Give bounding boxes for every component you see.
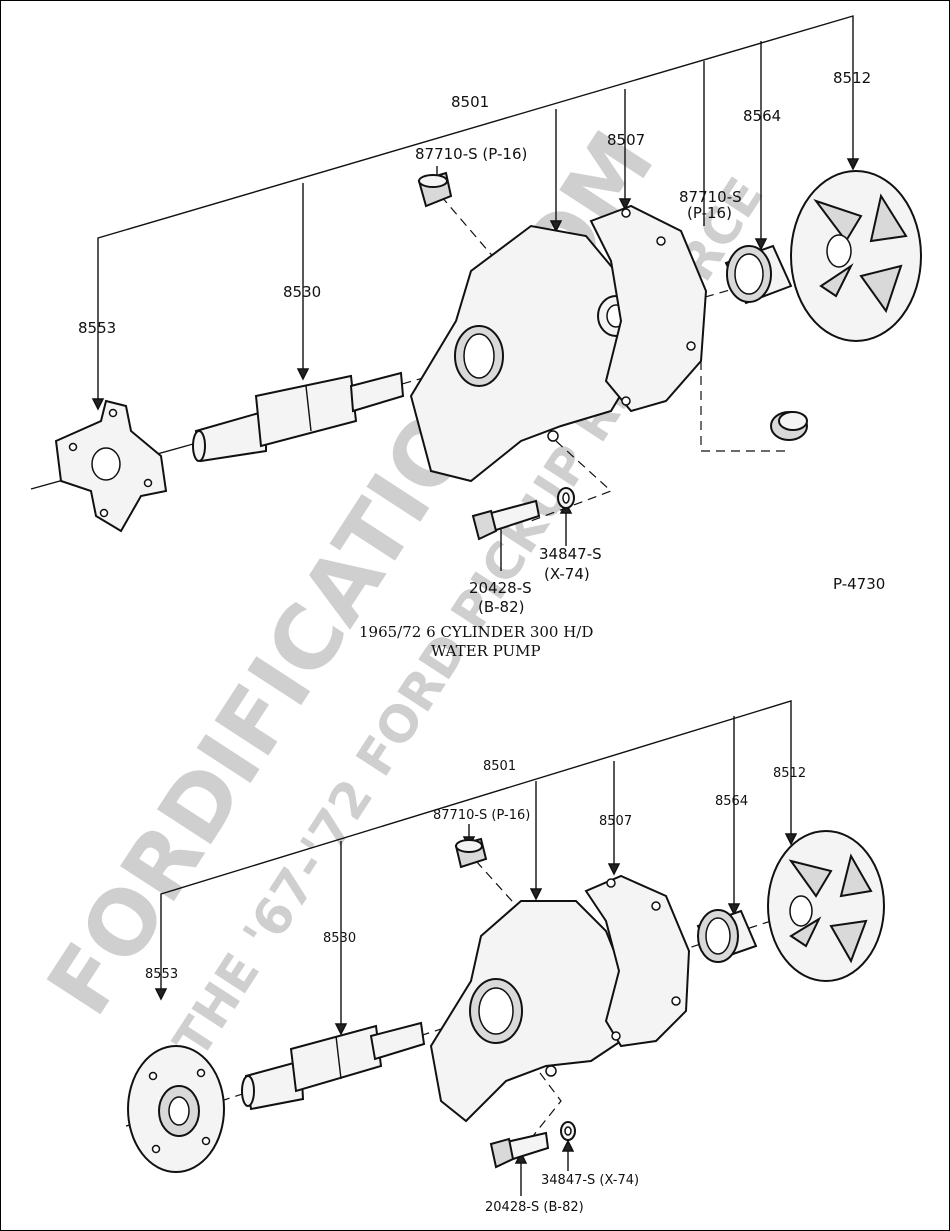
top-hub-8553 bbox=[54, 399, 168, 533]
top-label-20428-ref: (B-82) bbox=[478, 598, 525, 616]
top-label-34847-ref: (X-74) bbox=[544, 565, 590, 583]
top-plug-side bbox=[770, 411, 808, 441]
top-label-8530: 8530 bbox=[283, 283, 321, 301]
bottom-gasket-8507 bbox=[584, 874, 691, 1048]
bottom-label-8501: 8501 bbox=[483, 759, 516, 774]
bottom-label-8507: 8507 bbox=[599, 814, 632, 829]
top-figure-id: P-4730 bbox=[833, 575, 885, 593]
top-diagram: 8501 87710-S (P-16) 8507 87710-S (P-16) … bbox=[30, 15, 922, 660]
top-caption-line1: 1965/72 6 CYLINDER 300 H/D bbox=[359, 623, 593, 641]
bottom-label-8530: 8530 bbox=[323, 931, 356, 946]
top-label-8553: 8553 bbox=[78, 319, 116, 337]
bottom-seal-8564 bbox=[696, 909, 758, 963]
top-label-87710-side: 87710-S bbox=[679, 188, 742, 206]
top-label-34847: 34847-S bbox=[539, 545, 602, 563]
top-label-87710-side-ref: (P-16) bbox=[687, 204, 732, 222]
top-bolt-20428 bbox=[471, 499, 541, 541]
bottom-shaft-8530 bbox=[241, 1021, 426, 1111]
bottom-hub-8553 bbox=[127, 1045, 225, 1173]
top-plug-top bbox=[417, 171, 453, 208]
top-washer-34847 bbox=[557, 487, 575, 509]
top-leader-lines bbox=[91, 15, 860, 571]
bottom-leader-lines bbox=[154, 700, 798, 1196]
top-seal-8564 bbox=[724, 244, 793, 305]
top-gasket-8507 bbox=[589, 204, 708, 413]
bottom-bolt-20428 bbox=[489, 1131, 550, 1169]
top-impeller-8512 bbox=[790, 170, 922, 342]
top-label-87710-top: 87710-S (P-16) bbox=[415, 145, 527, 163]
top-label-8564: 8564 bbox=[743, 107, 781, 125]
top-caption-line2: WATER PUMP bbox=[431, 642, 541, 660]
top-label-8507: 8507 bbox=[607, 131, 645, 149]
bottom-diagram: 8501 87710-S (P-16) 8507 8564 8512 8530 … bbox=[125, 700, 885, 1215]
bottom-impeller-8512 bbox=[767, 830, 885, 982]
bottom-label-8553: 8553 bbox=[145, 967, 178, 982]
top-label-8512: 8512 bbox=[833, 69, 871, 87]
top-shaft-8530 bbox=[192, 371, 405, 463]
top-label-20428: 20428-S bbox=[469, 579, 532, 597]
bottom-label-34847: 34847-S (X-74) bbox=[541, 1173, 639, 1188]
bottom-label-8564: 8564 bbox=[715, 794, 748, 809]
bottom-plug-top bbox=[454, 837, 488, 869]
bottom-label-8512: 8512 bbox=[773, 766, 806, 781]
bottom-housing-8501 bbox=[429, 900, 628, 1123]
bottom-label-20428: 20428-S (B-82) bbox=[485, 1200, 584, 1215]
bottom-washer-34847 bbox=[560, 1121, 576, 1141]
bottom-label-87710-top: 87710-S (P-16) bbox=[433, 808, 530, 823]
top-label-8501: 8501 bbox=[451, 93, 489, 111]
